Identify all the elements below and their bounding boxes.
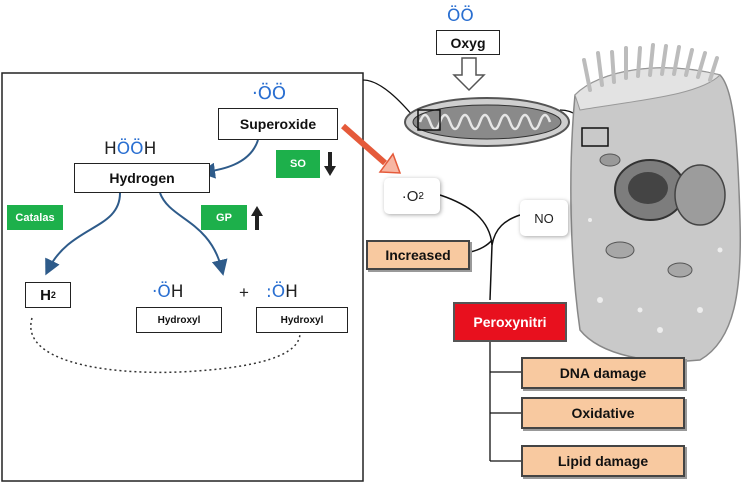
increased-to-junction-line xyxy=(469,239,493,253)
hydroxyl-right-label: Hydroxyl xyxy=(280,314,324,326)
superoxide-box: Superoxide xyxy=(218,108,338,140)
damage-label-oxidative: Oxidative xyxy=(571,405,635,421)
damage-box-lipid: Lipid damage xyxy=(521,445,685,477)
cell-illustration xyxy=(570,43,742,362)
gp-enzyme-label: GP xyxy=(216,211,232,224)
o2-radical-dot: · xyxy=(401,187,407,205)
oxygen-to-mito-arrow xyxy=(452,57,486,92)
so-enzyme-badge: SO xyxy=(276,150,320,178)
hydroxyl-left-box: Hydroxyl xyxy=(136,307,222,333)
superoxide-to-hydrogen-arrow xyxy=(199,139,259,179)
recycle-dotted-loop xyxy=(30,317,301,374)
hydroxyl-right-o: :Ö xyxy=(266,282,286,302)
oxygen-label: Oxyg xyxy=(450,34,486,51)
catalase-enzyme-label: Catalas xyxy=(15,211,55,224)
superoxide-atoms: ·ÖÖ xyxy=(252,83,287,104)
oxygen-box: Oxyg xyxy=(436,30,500,55)
o2-radical-sub: 2 xyxy=(418,190,424,202)
no-label: NO xyxy=(534,210,554,226)
superoxide-formula: ·ÖÖ xyxy=(252,83,286,104)
hydroxyl-left-o: ·Ö xyxy=(152,282,171,302)
hydrogen-h-right: H xyxy=(143,139,157,159)
hydrogen-h-left: H xyxy=(104,139,117,159)
hydrogen-formula: HÖÖH xyxy=(104,139,156,159)
increased-box: Increased xyxy=(366,240,470,270)
superoxide-to-o2-arrow-head xyxy=(378,152,402,174)
o2-radical-o: O xyxy=(406,187,419,205)
hydroxyl-left-label: Hydroxyl xyxy=(157,314,201,326)
plus-sign: + xyxy=(239,283,249,302)
pathway-panel-frame xyxy=(1,72,364,482)
oxygen-formula: ÖÖ xyxy=(447,6,474,26)
so-enzyme-label: SO xyxy=(290,158,306,170)
hydrogen-o-atoms: ÖÖ xyxy=(116,139,144,159)
peroxynitrite-label: Peroxynitri xyxy=(473,314,547,330)
hydroxyl-right-h: H xyxy=(285,282,298,302)
damage-box-oxidative: Oxidative xyxy=(521,397,685,429)
so-decrease-arrow-icon xyxy=(324,152,336,176)
gp-enzyme-badge: GP xyxy=(201,205,247,230)
damage-label-lipid: Lipid damage xyxy=(557,453,649,469)
hydroxyl-left-formula: ·ÖH xyxy=(152,282,184,302)
hydroxyl-right-formula: :ÖH xyxy=(266,282,298,302)
no-box: NO xyxy=(520,200,568,236)
hydrogen-to-hydroxyl-arrow xyxy=(159,192,228,276)
hydrogen-box: Hydrogen xyxy=(74,163,210,193)
damage-label-dna: DNA damage xyxy=(559,365,647,381)
superoxide-to-o2-arrow-shaft xyxy=(341,123,387,166)
water-subscript: 2 xyxy=(50,290,56,300)
no-to-peroxynitrite-line xyxy=(491,214,521,246)
oxygen-atoms: ÖÖ xyxy=(447,6,474,26)
hydroxyl-right-box: Hydroxyl xyxy=(256,307,348,333)
peroxynitrite-box: Peroxynitri xyxy=(453,302,567,342)
gp-increase-arrow-icon xyxy=(251,206,263,230)
increased-label: Increased xyxy=(385,247,451,263)
damage-box-dna: DNA damage xyxy=(521,357,685,389)
hydrogen-to-water-arrow xyxy=(45,192,121,276)
water-h: H xyxy=(40,286,51,304)
o2-radical-sup: - xyxy=(418,190,423,202)
hydrogen-label: Hydrogen xyxy=(109,170,175,186)
mitochondrion-illustration xyxy=(404,97,570,147)
superoxide-label: Superoxide xyxy=(239,116,317,132)
catalase-enzyme-badge: Catalas xyxy=(7,205,63,230)
hydroxyl-left-h: H xyxy=(170,282,184,302)
